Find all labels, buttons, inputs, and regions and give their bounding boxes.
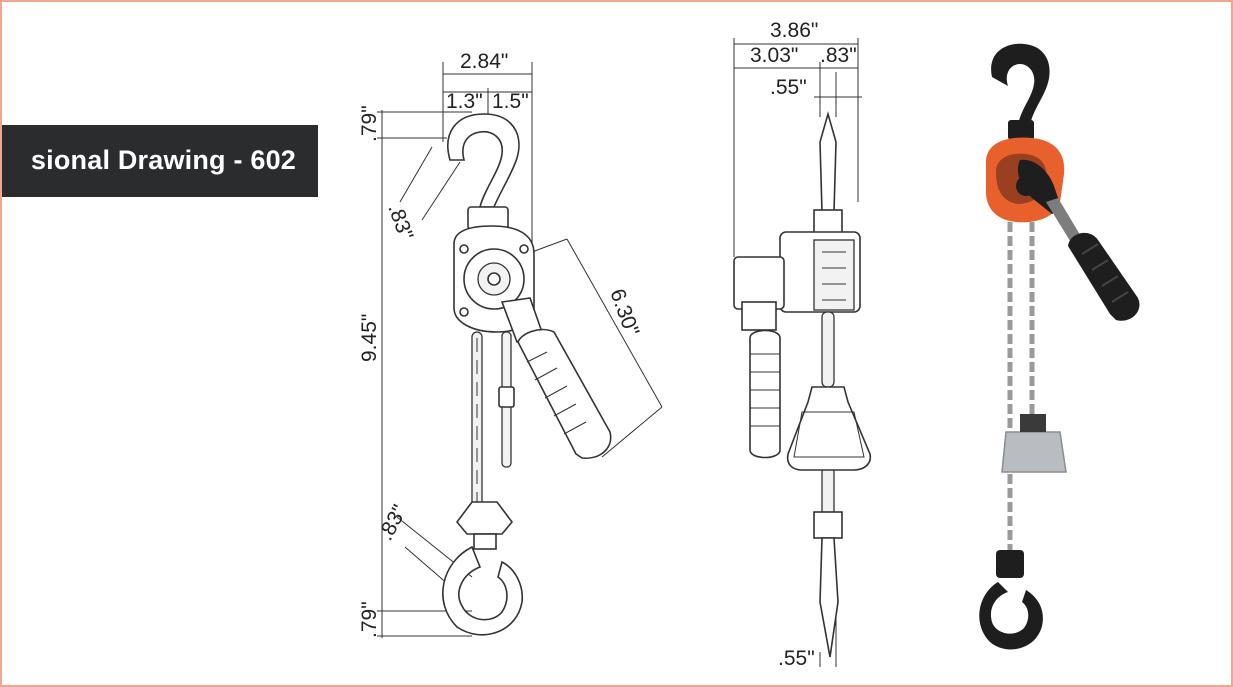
front-bottom-swivel xyxy=(455,501,514,535)
side-handle-grip xyxy=(749,329,781,459)
front-overall-height-label: 9.45" xyxy=(358,314,381,362)
side-depth-right-label: .83" xyxy=(820,44,857,67)
photo-handle-grip xyxy=(1068,232,1140,321)
side-overall-depth-label: 3.86" xyxy=(770,19,818,42)
front-dimension-lines xyxy=(377,62,663,638)
side-bottom-hook xyxy=(819,537,839,658)
front-width-right-label: 1.5" xyxy=(492,90,529,113)
front-top-hook-opening-label: .83" xyxy=(383,201,417,243)
front-bottom-hook-offset-label: .79" xyxy=(358,601,381,638)
front-bottom-hook-opening-label: .83" xyxy=(374,501,412,544)
front-chain xyxy=(471,331,515,508)
front-top-hook-offset-label: .79" xyxy=(358,105,381,142)
photo-chain xyxy=(1007,222,1035,550)
title-banner: sional Drawing - 602 xyxy=(2,125,318,197)
front-handle-length-label: 6.30" xyxy=(605,286,643,339)
side-load-block xyxy=(786,386,872,471)
side-top-hook xyxy=(819,111,837,213)
photo-load-block xyxy=(1001,431,1067,473)
front-overall-width-label: 2.84" xyxy=(460,50,508,73)
banner-title: sional Drawing - 602 xyxy=(30,145,296,175)
side-dimension-lines xyxy=(733,38,862,667)
side-view xyxy=(733,38,872,667)
photo-bottom-hook xyxy=(979,582,1043,650)
front-handle-grip xyxy=(517,328,612,459)
front-top-hook xyxy=(447,113,520,208)
side-bottom-offset-label: .55" xyxy=(778,647,815,670)
side-depth-left-label: 3.03" xyxy=(750,44,798,67)
hoist-product-image xyxy=(979,43,1140,650)
front-bottom-hook xyxy=(442,545,524,636)
front-view xyxy=(377,62,663,638)
side-top-offset-label: .55" xyxy=(770,76,807,99)
front-width-left-label: 1.3" xyxy=(446,90,483,113)
photo-top-hook xyxy=(991,43,1050,127)
